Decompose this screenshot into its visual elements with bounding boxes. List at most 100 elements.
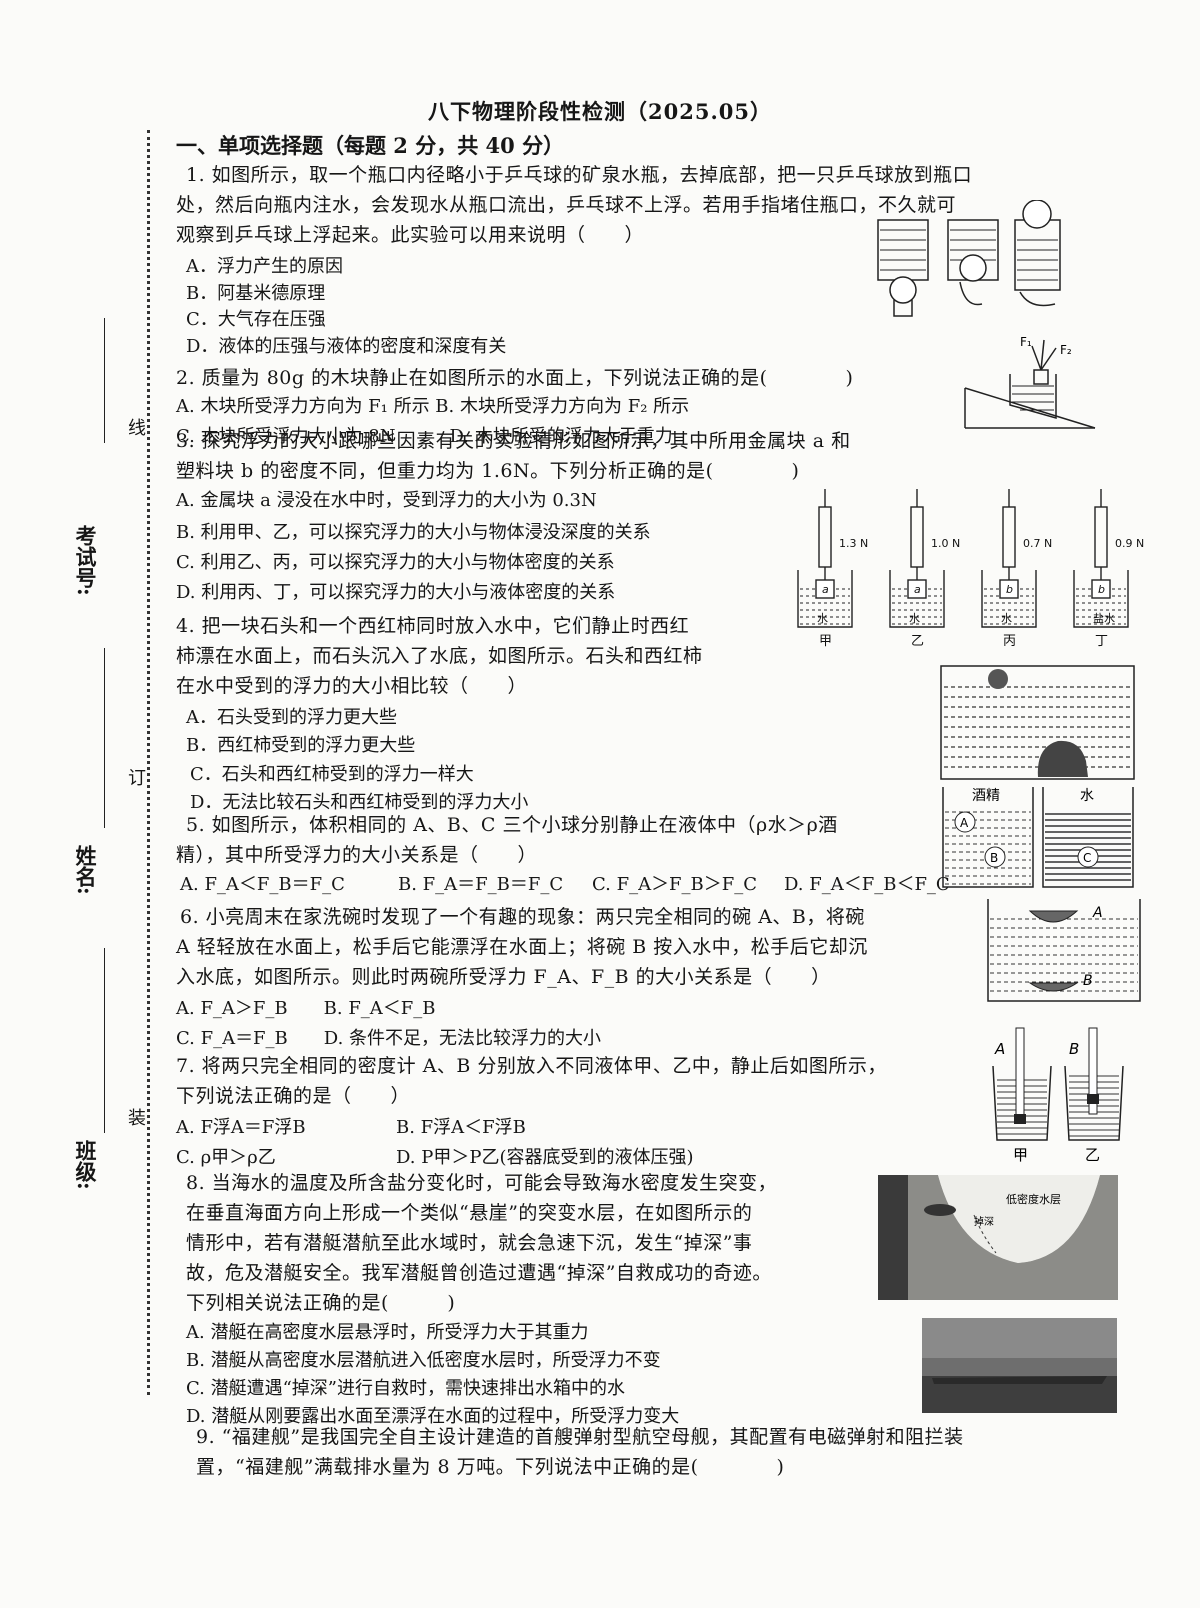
q3-scale-reading: 0.9 N — [1115, 537, 1144, 550]
q1-stem-line: 观察到乒乓球上浮起来。此实验可以用来说明（ ） — [176, 224, 645, 246]
q8-stem-line: 8. 当海水的温度及所含盐分变化时，可能会导致海水密度发生突变， — [186, 1172, 778, 1194]
q3-liquid-label: 水 — [817, 612, 828, 625]
q3-setup-caption: 乙 — [911, 634, 924, 649]
bowl-b-shape — [1028, 982, 1079, 992]
hydrometer-b-label: B — [1069, 1040, 1079, 1058]
q3-block-label: b — [1098, 583, 1105, 596]
binding-mark-zhuang: 装 — [125, 1108, 146, 1126]
q2-incline-figure: F₁ F₂ — [964, 335, 1096, 429]
q3-stem-line: 塑料块 b 的密度不同，但重力均为 1.6N。下列分析正确的是( ) — [176, 460, 800, 482]
q4-option: B．西红柿受到的浮力更大些 — [186, 735, 416, 756]
q8-option: D. 潜艇从刚要露出水面至漂浮在水面的过程中，所受浮力变大 — [186, 1406, 680, 1427]
q7-stem-line: 7. 将两只完全相同的密度计 A、B 分别放入不同液体甲、乙中，静止后如图所示， — [176, 1055, 887, 1077]
q5-three-balls-figure: 酒精 水 A B C — [942, 787, 1134, 888]
q4-stem-line: 柿漂在水面上，而石头沉入了水底，如图所示。石头和西红柿 — [176, 645, 703, 667]
q3-setup-caption: 甲 — [819, 634, 832, 649]
q2-option: A. 木块所受浮力方向为 F₁ 所示 B. 木块所受浮力方向为 F₂ 所示 — [176, 396, 690, 417]
q1-option: A．浮力产生的原因 — [186, 256, 343, 277]
q1-option: D．液体的压强与液体的密度和深度有关 — [186, 336, 507, 357]
q2-f1-label: F₁ — [1020, 335, 1032, 349]
q7-option: A. F浮A＝F浮B — [176, 1117, 306, 1138]
bowl-a-shape — [1028, 910, 1079, 923]
q8-option: B. 潜艇从高密度水层潜航进入低密度水层时，所受浮力不变 — [186, 1350, 661, 1371]
section-heading: 一、单项选择题（每题 2 分，共 40 分） — [176, 133, 565, 158]
q5-stem-line: 5. 如图所示，体积相同的 A、B、C 三个小球分别静止在液体中（ρ水＞ρ酒 — [186, 814, 838, 836]
bowl-a-label: A — [1092, 905, 1103, 921]
q3-block-label: a — [914, 583, 921, 596]
q4-stem-line: 4. 把一块石头和一个西红柿同时放入水中，它们静止时西红 — [176, 615, 690, 637]
binding-mark-xian: 线 — [125, 418, 146, 436]
q5-alcohol-label: 酒精 — [972, 788, 1000, 804]
class-line — [104, 948, 105, 1133]
q8-ocean-diagram: 低密度水层 掉深 — [878, 1175, 1118, 1300]
q3-scale-reading: 1.3 N — [839, 537, 868, 550]
beaker-jia-label: 甲 — [1013, 1146, 1028, 1164]
q9-stem-line: 置，“福建舰”满载排水量为 8 万吨。下列说法中正确的是( ) — [196, 1456, 785, 1478]
q5-stem-line: 精），其中所受浮力的大小关系是（ ） — [176, 844, 538, 866]
q1-stem-line: 1. 如图所示，取一个瓶口内径略小于乒乓球的矿泉水瓶，去掉底部，把一只乒乓球放到… — [186, 164, 973, 186]
q1-option: B．阿基米德原理 — [186, 283, 326, 304]
q9-stem-line: 9. “福建舰”是我国完全自主设计建造的首艘弹射型航空母舰，其配置有电磁弹射和阻… — [196, 1426, 964, 1448]
q4-stone-tomato-figure — [940, 665, 1135, 780]
q8-diaoshen-label: 掉深 — [974, 1215, 994, 1228]
beaker-yi-label: 乙 — [1085, 1146, 1100, 1164]
q5-water-label: 水 — [1080, 788, 1094, 804]
ball-c-label: C — [1083, 851, 1091, 865]
q2-option: C. 木块所受浮力大小为 8N D. 木块所受的浮力大于重力 — [176, 426, 673, 447]
q8-stem-line: 故，危及潜艇安全。我军潜艇曾创造过遭遇“掉深”自救成功的奇迹。 — [186, 1262, 772, 1284]
q7-hydrometer-figure: A B 甲 乙 — [992, 1027, 1124, 1164]
q4-stem-line: 在水中受到的浮力的大小相比较（ ） — [176, 675, 528, 697]
q5-option: C. F_A＞F_B＞F_C — [592, 874, 758, 895]
q3-option: B. 利用甲、乙，可以探究浮力的大小与物体浸没深度的关系 — [176, 522, 651, 543]
q8-option: A. 潜艇在高密度水层悬浮时，所受浮力大于其重力 — [186, 1322, 589, 1343]
q6-stem-line: 6. 小亮周末在家洗碗时发现了一个有趣的现象：两只完全相同的碗 A、B，将碗 — [180, 906, 865, 928]
q4-option: A．石头受到的浮力更大些 — [186, 707, 397, 728]
q3-scale-reading: 0.7 N — [1023, 537, 1052, 550]
q4-option: C．石头和西红柿受到的浮力一样大 — [190, 764, 474, 785]
q4-option: D．无法比较石头和西红柿受到的浮力大小 — [190, 792, 529, 813]
exam-no-label: 考试号: — [73, 525, 98, 596]
q6-option: C. F_A＝F_B D. 条件不足，无法比较浮力的大小 — [176, 1028, 602, 1049]
page-title: 八下物理阶段性检测（2025.05） — [428, 99, 772, 124]
q8-stem-line: 在垂直海面方向上形成一个类似“悬崖”的突变水层，在如图所示的 — [186, 1202, 753, 1224]
q2-stem: 2. 质量为 80g 的木块静止在如图所示的水面上，下列说法正确的是( ) — [176, 367, 854, 389]
q3-block-label: a — [822, 583, 829, 596]
q3-option: C. 利用乙、丙，可以探究浮力的大小与物体密度的关系 — [176, 552, 615, 573]
q8-submarine-photo — [922, 1318, 1117, 1413]
q3-option: A. 金属块 a 浸没在水中时，受到浮力的大小为 0.3N — [176, 490, 597, 511]
q1-option: C．大气存在压强 — [186, 309, 326, 330]
q7-stem-line: 下列说法正确的是（ ） — [176, 1085, 411, 1107]
q7-option: D. P甲＞P乙(容器底受到的液体压强) — [396, 1147, 694, 1168]
binding-dotted-line — [147, 130, 150, 1395]
q3-setup-caption: 丙 — [1003, 634, 1016, 649]
q8-low-density-label: 低密度水层 — [1006, 1192, 1061, 1206]
q8-stem-line: 下列相关说法正确的是( ) — [186, 1292, 456, 1314]
bowl-b-label: B — [1083, 973, 1093, 989]
ball-b-label: B — [990, 851, 998, 865]
q3-option: D. 利用丙、丁，可以探究浮力的大小与液体密度的关系 — [176, 582, 616, 603]
q3-block-label: b — [1006, 583, 1013, 596]
ball-a-label: A — [960, 816, 969, 830]
q3-liquid-label: 水 — [1001, 612, 1012, 625]
tomato-shape — [988, 669, 1008, 689]
q5-option: A. F_A＜F_B＝F_C — [180, 874, 345, 895]
q8-stem-line: 情形中，若有潜艇潜航至此水域时，就会急速下沉，发生“掉深”事 — [186, 1232, 753, 1254]
q3-stem-line: 3. 探究浮力的大小跟哪些因素有关的实验情形如图所示，其中所用金属块 a 和 — [176, 430, 851, 452]
exam-no-line — [104, 318, 105, 443]
q7-option: B. F浮A＜F浮B — [396, 1117, 526, 1138]
q6-bowls-figure: A B — [987, 899, 1141, 1002]
binding-mark-ding: 订 — [125, 768, 146, 786]
q3-liquid-label: 盐水 — [1093, 612, 1115, 625]
q1-stem-line: 处，然后向瓶内注水，会发现水从瓶口流出，乒乓球不上浮。若用手指堵住瓶口，不久就可 — [176, 194, 957, 216]
hydrometer-a-label: A — [994, 1040, 1005, 1058]
q8-option: C. 潜艇遭遇“掉深”进行自救时，需快速排出水箱中的水 — [186, 1378, 625, 1399]
q6-option: A. F_A＞F_B B. F_A＜F_B — [176, 998, 436, 1019]
q7-option: C. ρ甲＞ρ乙 — [176, 1147, 276, 1168]
q6-stem-line: 入水底，如图所示。则此时两碗所受浮力 F_A、F_B 的大小关系是（ ） — [176, 966, 831, 988]
q3-setup-caption: 丁 — [1095, 634, 1108, 649]
q6-stem-line: A 轻轻放在水面上，松手后它能漂浮在水面上；将碗 B 按入水中，松手后它却沉 — [176, 936, 868, 958]
q3-scale-reading: 1.0 N — [931, 537, 960, 550]
name-line — [104, 648, 105, 828]
class-label: 班级: — [73, 1140, 98, 1190]
